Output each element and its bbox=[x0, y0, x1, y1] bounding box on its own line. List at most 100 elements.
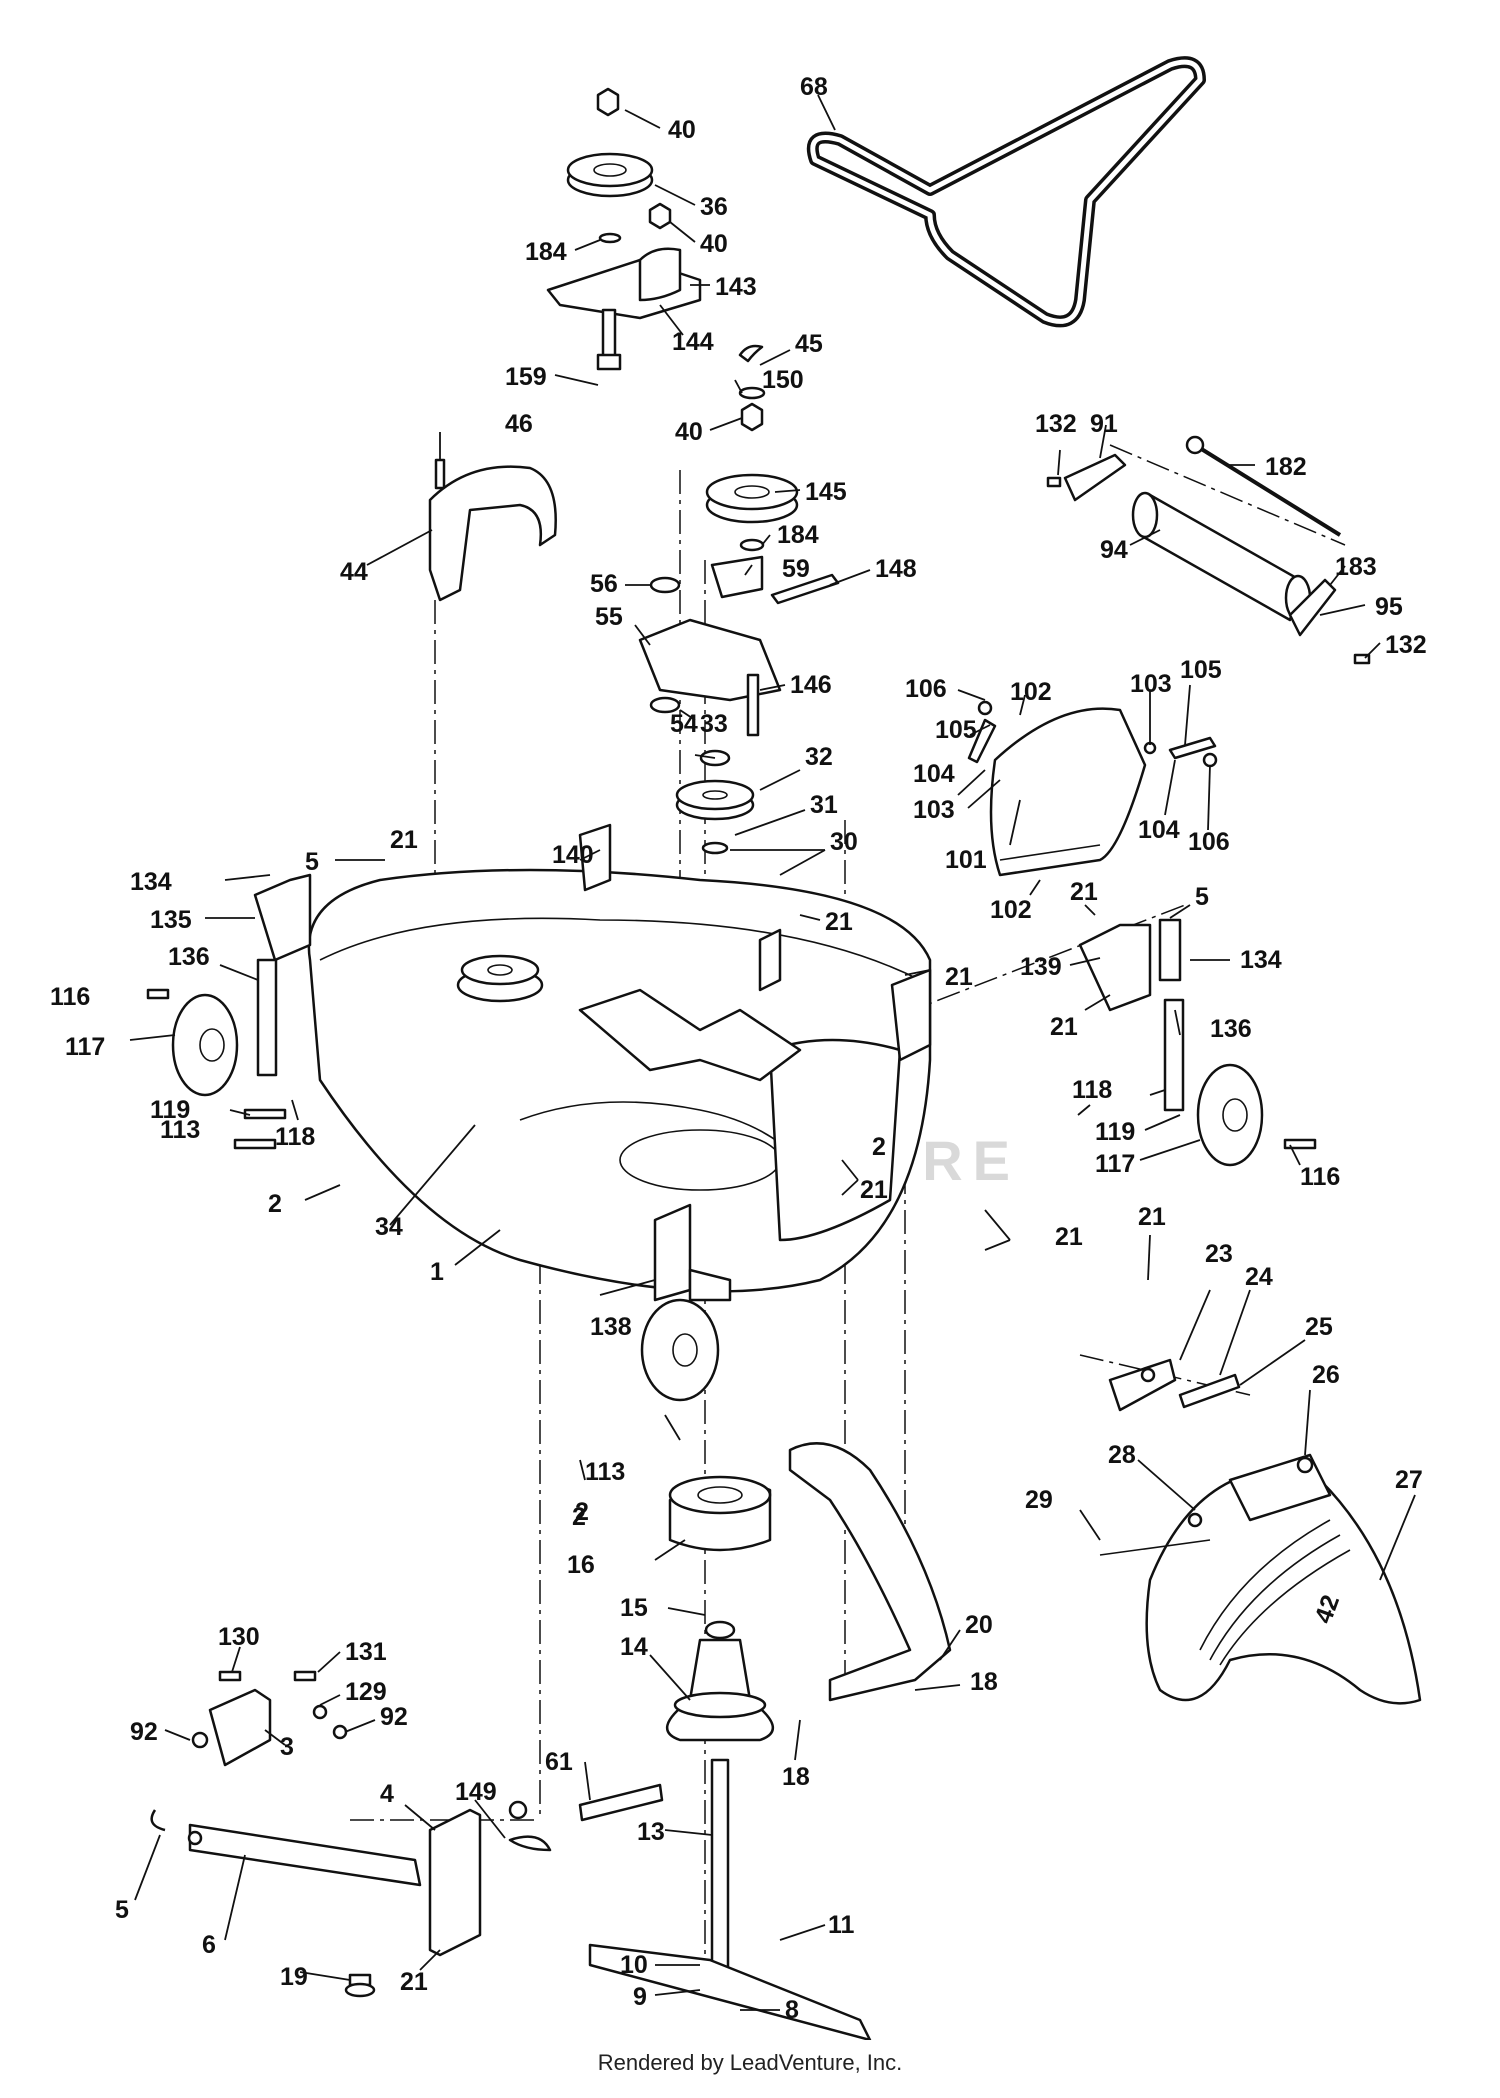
callout: 134 bbox=[1240, 946, 1282, 974]
callout: 2 bbox=[872, 1133, 886, 1161]
callout: 2 bbox=[575, 1498, 589, 1526]
callout: 26 bbox=[1312, 1361, 1340, 1389]
callout: 116 bbox=[50, 983, 90, 1011]
callout: 8 bbox=[785, 1996, 799, 2024]
callout: 4 bbox=[380, 1780, 394, 1808]
callout: 40 bbox=[700, 230, 728, 258]
spindle-assembly bbox=[588, 1475, 872, 2040]
callout: 102 bbox=[1010, 678, 1052, 706]
callout: 5 bbox=[305, 848, 319, 876]
callout: 40 bbox=[675, 418, 703, 446]
callout: 119 bbox=[1095, 1118, 1135, 1146]
callout: 184 bbox=[525, 238, 567, 266]
callout: 40 bbox=[668, 116, 696, 144]
callout: 106 bbox=[1188, 828, 1230, 856]
callout: 132 bbox=[1385, 631, 1427, 659]
callout: 31 bbox=[810, 791, 838, 819]
anti-scalp-roller bbox=[1046, 435, 1371, 665]
callout: 159 bbox=[505, 363, 547, 391]
callout: 182 bbox=[1265, 453, 1307, 481]
callout: 132 bbox=[1035, 410, 1077, 438]
left-gauge-wheel bbox=[146, 873, 312, 1150]
callout: 45 bbox=[795, 330, 823, 358]
belt-guard bbox=[428, 458, 557, 602]
callout: 21 bbox=[1050, 1013, 1078, 1041]
callout: 32 bbox=[805, 743, 833, 771]
callout: 34 bbox=[375, 1213, 403, 1241]
callout: 46 bbox=[505, 410, 533, 438]
callout: 105 bbox=[935, 716, 977, 744]
callout: 28 bbox=[1108, 1441, 1136, 1469]
callout: 145 bbox=[805, 478, 847, 506]
callout: 55 bbox=[595, 603, 623, 631]
parts-diagram: LEADVENTURE bbox=[50, 56, 1427, 2040]
idler-assembly-center bbox=[638, 344, 840, 855]
callout: 104 bbox=[1138, 816, 1180, 844]
front-gauge-wheel bbox=[640, 1298, 720, 1402]
callout: 2 bbox=[268, 1190, 282, 1218]
callout: 11 bbox=[828, 1911, 855, 1939]
callout: 21 bbox=[860, 1176, 888, 1204]
callout: 134 bbox=[130, 868, 172, 896]
callout: 146 bbox=[790, 671, 832, 699]
callout: 21 bbox=[390, 826, 418, 854]
callout: 16 bbox=[567, 1551, 595, 1579]
callout: 54 bbox=[670, 710, 698, 738]
callout: 59 bbox=[782, 555, 810, 583]
callout: 102 bbox=[990, 896, 1032, 924]
height-adjust-linkage bbox=[150, 1670, 664, 1998]
callout: 106 bbox=[905, 675, 947, 703]
callout: 15 bbox=[620, 1594, 648, 1622]
callout-labels: 40 36 40 184 143 14 4 159 6 8 45 150 40 46… bbox=[50, 73, 1427, 2024]
callout: 118 bbox=[1072, 1076, 1112, 1104]
leader-lines bbox=[129, 94, 1416, 2011]
callout: 92 bbox=[380, 1703, 408, 1731]
callout: 117 bbox=[1095, 1150, 1135, 1178]
callout: 143 bbox=[715, 273, 757, 301]
callout: 135 bbox=[150, 906, 192, 934]
callout: 21 bbox=[945, 963, 973, 991]
callout: 24 bbox=[1245, 1263, 1273, 1291]
callout: 25 bbox=[1305, 1313, 1333, 1341]
callout: 140 bbox=[552, 841, 594, 869]
callout: 91 bbox=[1090, 410, 1118, 438]
callout: 130 bbox=[218, 1623, 260, 1651]
callout: 21 bbox=[1055, 1223, 1083, 1251]
callout: 21 bbox=[400, 1968, 428, 1996]
callout: 21 bbox=[1138, 1203, 1166, 1231]
callout: 6 bbox=[202, 1931, 216, 1959]
callout: 149 bbox=[455, 1778, 497, 1806]
callout: 92 bbox=[130, 1718, 158, 1746]
callout: 36 bbox=[700, 193, 728, 221]
callout: 20 bbox=[965, 1611, 993, 1639]
callout: 19 bbox=[280, 1963, 308, 1991]
callout: 105 bbox=[1180, 656, 1222, 684]
callout: 18 bbox=[970, 1668, 998, 1696]
callout: 13 bbox=[637, 1818, 665, 1846]
callout: 183 bbox=[1335, 553, 1377, 581]
callout: 113 bbox=[585, 1458, 625, 1486]
callout: 14 bbox=[620, 1633, 648, 1661]
right-gauge-wheel bbox=[1078, 918, 1317, 1167]
callout: 18 bbox=[782, 1763, 810, 1791]
callout: 131 bbox=[345, 1638, 387, 1666]
callout: 136 bbox=[1210, 1015, 1252, 1043]
callout: 5 bbox=[1195, 883, 1209, 911]
idler-assembly-top bbox=[546, 87, 702, 371]
callout: 148 bbox=[875, 555, 917, 583]
baffle bbox=[788, 1442, 952, 1702]
callout: 118 bbox=[275, 1123, 315, 1151]
callout: 104 bbox=[913, 760, 955, 788]
callout: 139 bbox=[1020, 953, 1062, 981]
footer-credit: Rendered by LeadVenture, Inc. bbox=[597, 2050, 903, 2075]
callout: 94 bbox=[1100, 536, 1128, 564]
callout: 21 bbox=[825, 908, 853, 936]
callout: 30 bbox=[830, 828, 858, 856]
callout: 44 bbox=[340, 558, 368, 586]
callout: 150 bbox=[762, 366, 804, 394]
discharge-chute: 42 bbox=[1099, 1358, 1422, 1705]
callout: 10 bbox=[620, 1951, 648, 1979]
callout: 101 bbox=[945, 846, 987, 874]
callout: 3 bbox=[280, 1733, 294, 1761]
drive-belt bbox=[806, 56, 1206, 328]
